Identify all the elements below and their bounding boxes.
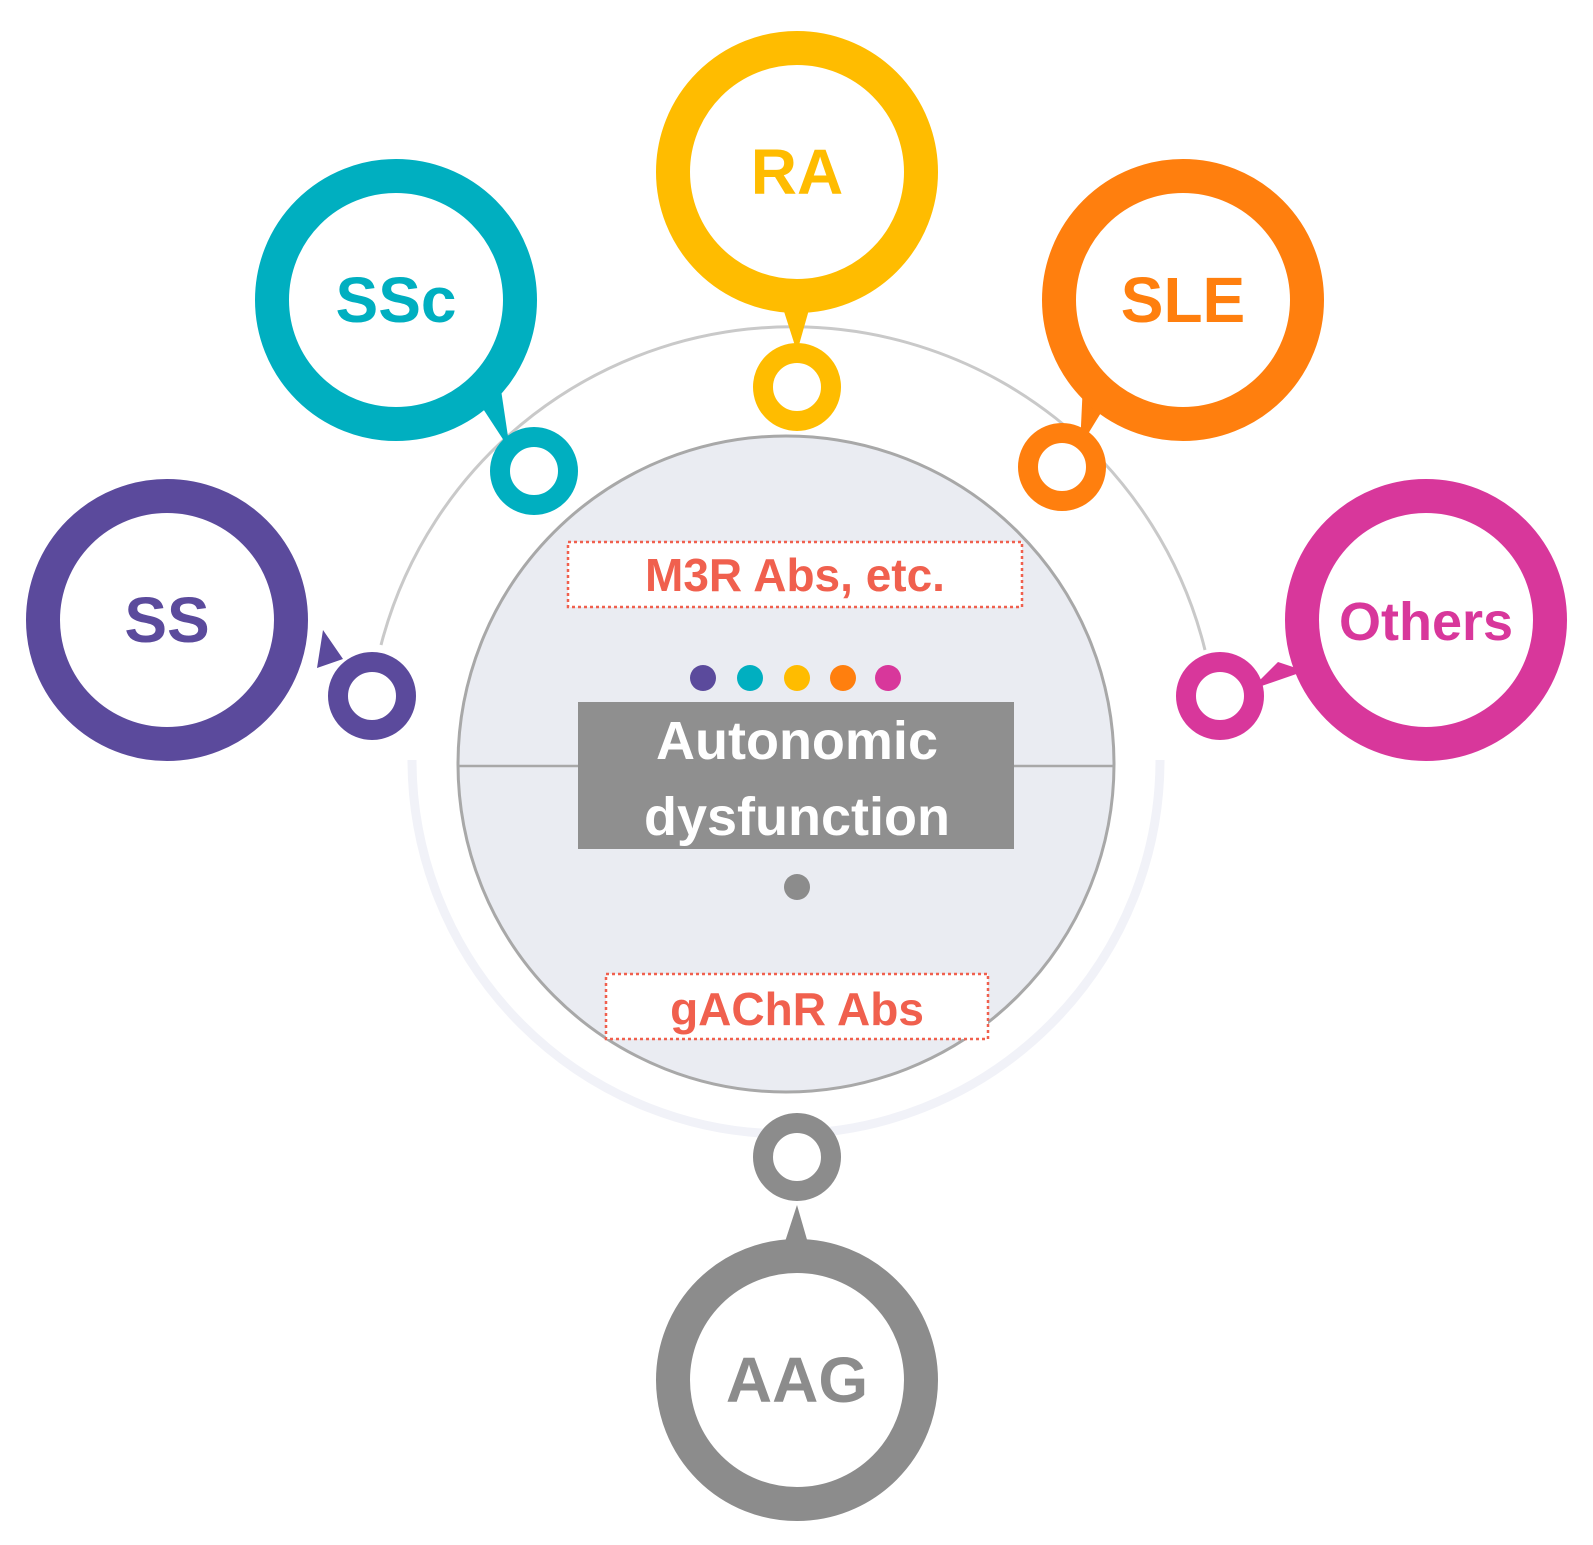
others-pointer (1250, 662, 1305, 690)
ra-indicator-dot (784, 665, 810, 691)
sle-connector (1018, 423, 1106, 511)
ss-ring (26, 479, 308, 761)
ss-pointer (317, 630, 343, 668)
ssc-ring (255, 159, 537, 441)
ra-connector (753, 343, 841, 431)
aag-node: AAG (656, 1113, 938, 1521)
ra-ring (656, 31, 938, 313)
sle-label: SLE (1121, 264, 1245, 336)
aag-connector (753, 1113, 841, 1201)
aag-indicator-dot (784, 874, 810, 900)
gachr-antibodies-label: gAChR Abs (670, 983, 924, 1035)
others-label: Others (1339, 592, 1513, 652)
ss-indicator-dot (690, 665, 716, 691)
sle-ring (1042, 159, 1324, 441)
aag-ring (656, 1239, 938, 1521)
ssc-node: SSc (255, 159, 578, 515)
ra-node: RA (656, 31, 938, 431)
aag-label: AAG (726, 1344, 868, 1416)
title-line-1: Autonomic (656, 711, 938, 771)
others-node: Others (1176, 479, 1567, 761)
title-line-2: dysfunction (644, 787, 950, 847)
ss-label: SS (124, 584, 209, 656)
sle-indicator-dot (830, 665, 856, 691)
ssc-indicator-dot (737, 665, 763, 691)
ssc-connector (490, 427, 578, 515)
ss-connector (328, 652, 416, 740)
m3r-antibodies-label: M3R Abs, etc. (645, 549, 945, 601)
ra-label: RA (751, 136, 843, 208)
others-connector (1176, 652, 1264, 740)
others-ring (1285, 479, 1567, 761)
gachr-antibodies-box (604, 972, 990, 1041)
ssc-label: SSc (336, 264, 457, 336)
m3r-antibodies-box (566, 540, 1024, 609)
others-indicator-dot (875, 665, 901, 691)
autonomic-dysfunction-box (578, 702, 1014, 849)
ss-node: SS (26, 479, 416, 761)
sle-node: SLE (1018, 159, 1324, 511)
